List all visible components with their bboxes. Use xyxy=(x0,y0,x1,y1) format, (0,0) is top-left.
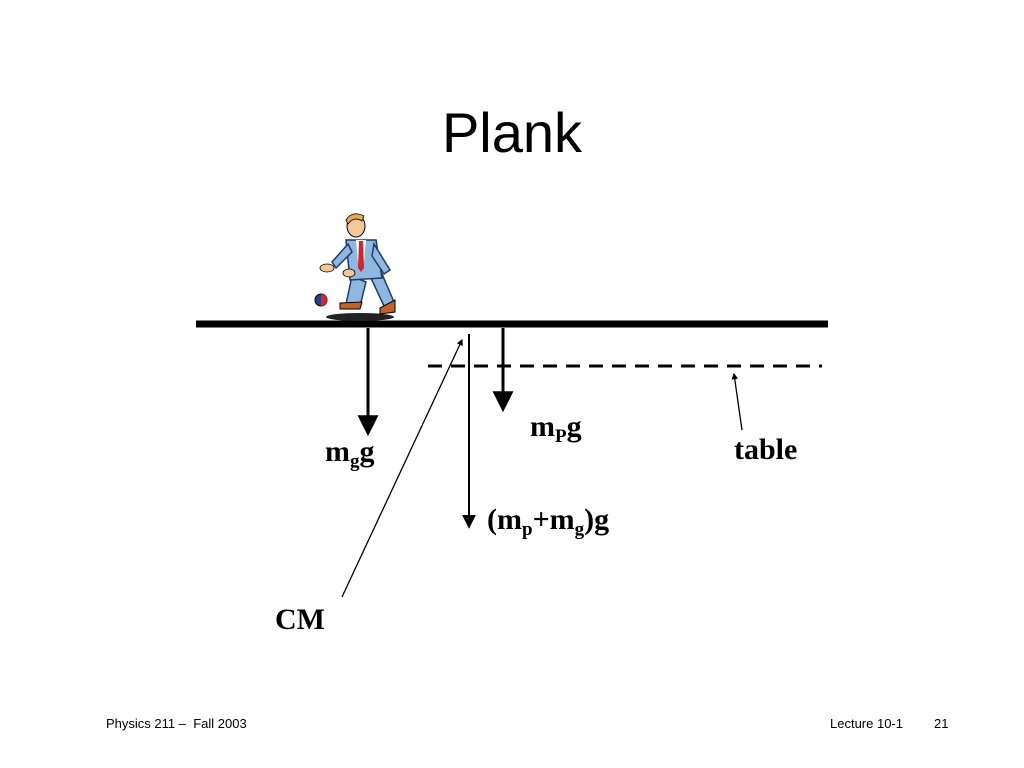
cm-pointer-arrow xyxy=(341,338,463,598)
footer-page-number: 21 xyxy=(934,716,949,731)
total-force-label: (mp+mg)g xyxy=(487,503,610,540)
table-pointer-arrow xyxy=(731,372,743,431)
mp-g-label: mPg xyxy=(530,410,582,447)
man-icon xyxy=(314,213,396,321)
slide-title: Plank xyxy=(441,101,583,164)
footer-lecture: Lecture 10-1 xyxy=(830,716,903,731)
table-label: table xyxy=(734,433,798,466)
mg-g-label: mgg xyxy=(325,435,375,472)
footer-course: Physics 211 – Fall 2003 xyxy=(106,716,247,731)
cm-label: CM xyxy=(275,603,325,636)
